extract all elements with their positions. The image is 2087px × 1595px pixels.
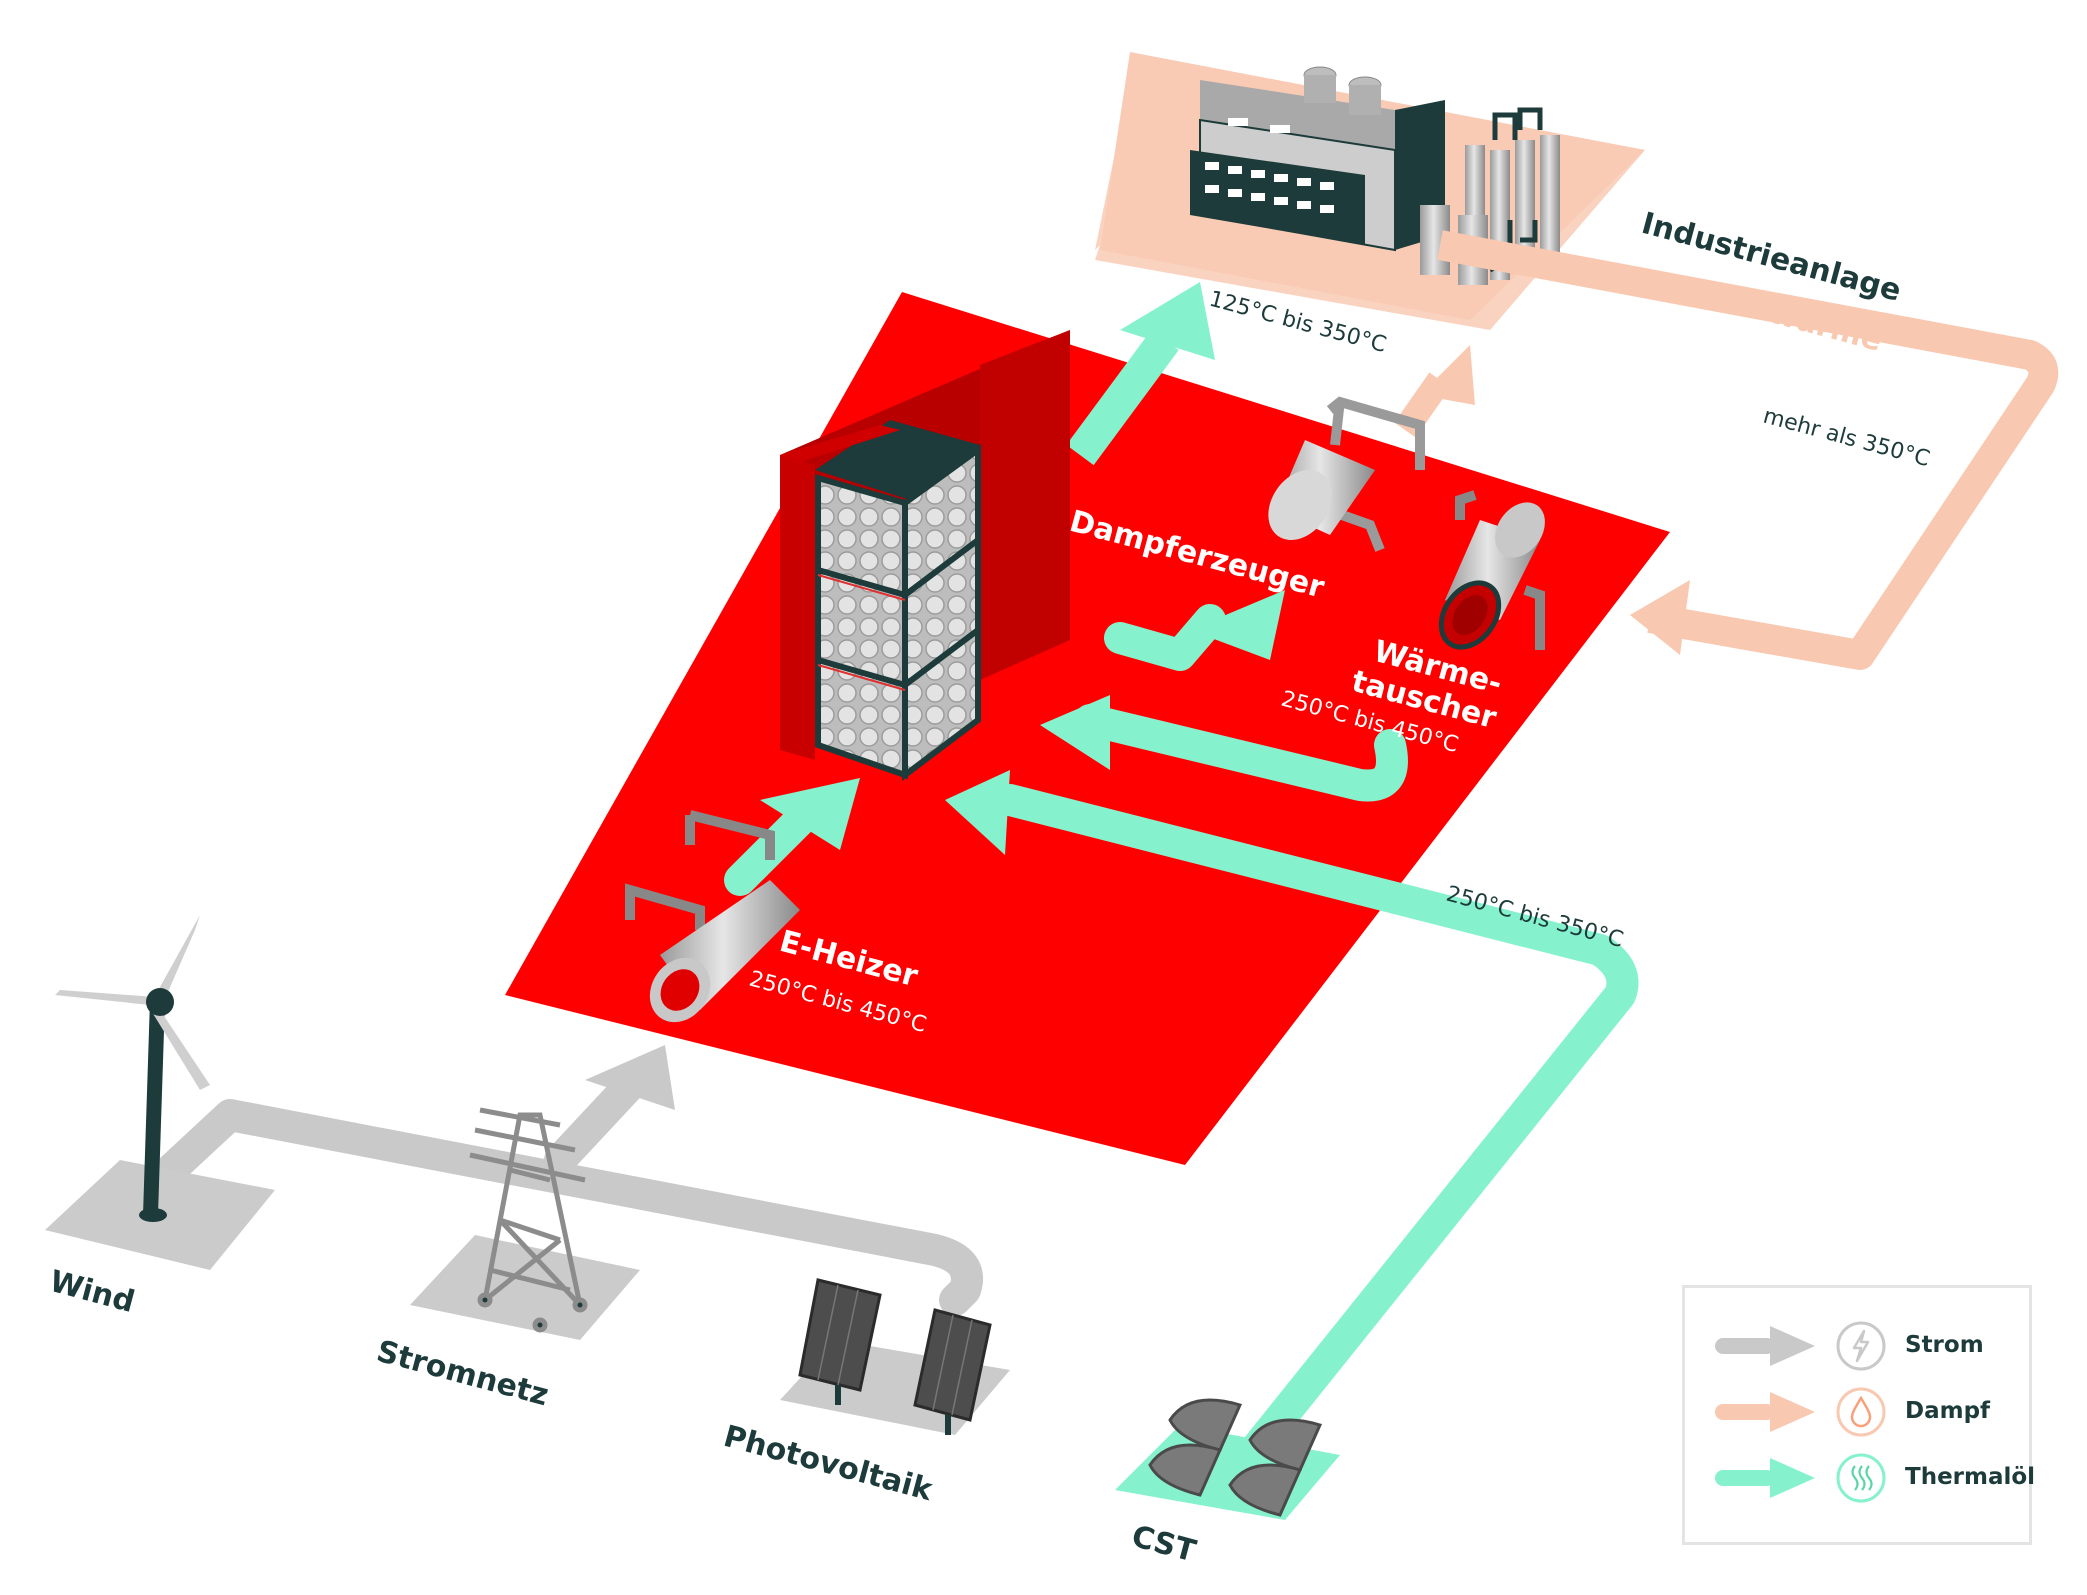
lightning-icon <box>1836 1321 1886 1371</box>
thermal-storage-icon <box>780 330 1070 782</box>
abwaerme-arrow-head <box>1630 580 1690 655</box>
thermaloel-arrow-icon <box>1715 1458 1815 1498</box>
legend-label-thermaloel: Thermalöl <box>1905 1464 2036 1490</box>
legend-label-dampf: Dampf <box>1905 1398 1991 1424</box>
wind-turbine-icon <box>55 915 210 1222</box>
legend: Strom Dampf Thermalöl <box>1682 1285 2035 1545</box>
steam-arrow-head <box>1120 282 1215 360</box>
legend-item-thermaloel: Thermalöl <box>1715 1450 2035 1506</box>
photovoltaik-label: Photovoltaik <box>720 1419 937 1509</box>
factory-building-icon <box>1190 66 1445 252</box>
cst-label: CST <box>1128 1519 1200 1570</box>
dampf-arrow-icon <box>1715 1392 1815 1432</box>
abwaerme-temp: mehr als 350°C <box>1760 404 1932 472</box>
photovoltaik-icon <box>798 1278 992 1435</box>
e-heizer-icon <box>625 810 800 1023</box>
dampf-up-flow <box>1394 345 1475 438</box>
stromnetz-label: Stromnetz <box>373 1334 552 1413</box>
dampferzeuger-icon <box>1268 396 1425 552</box>
strom-arrow-icon <box>1715 1326 1815 1366</box>
waermetauscher-icon <box>1438 490 1545 650</box>
legend-item-dampf: Dampf <box>1715 1384 2015 1440</box>
droplet-icon <box>1836 1387 1886 1437</box>
legend-label-strom: Strom <box>1905 1332 1984 1358</box>
power-pylon-icon <box>469 1107 588 1333</box>
legend-item-strom: Strom <box>1715 1318 2015 1374</box>
thermaloel-arrow-heads <box>760 590 1285 855</box>
cst-collectors-icon <box>1148 1398 1323 1517</box>
strom-arrow-head <box>585 1045 675 1110</box>
heat-waves-icon <box>1836 1453 1886 1503</box>
wind-label: Wind <box>46 1264 138 1320</box>
